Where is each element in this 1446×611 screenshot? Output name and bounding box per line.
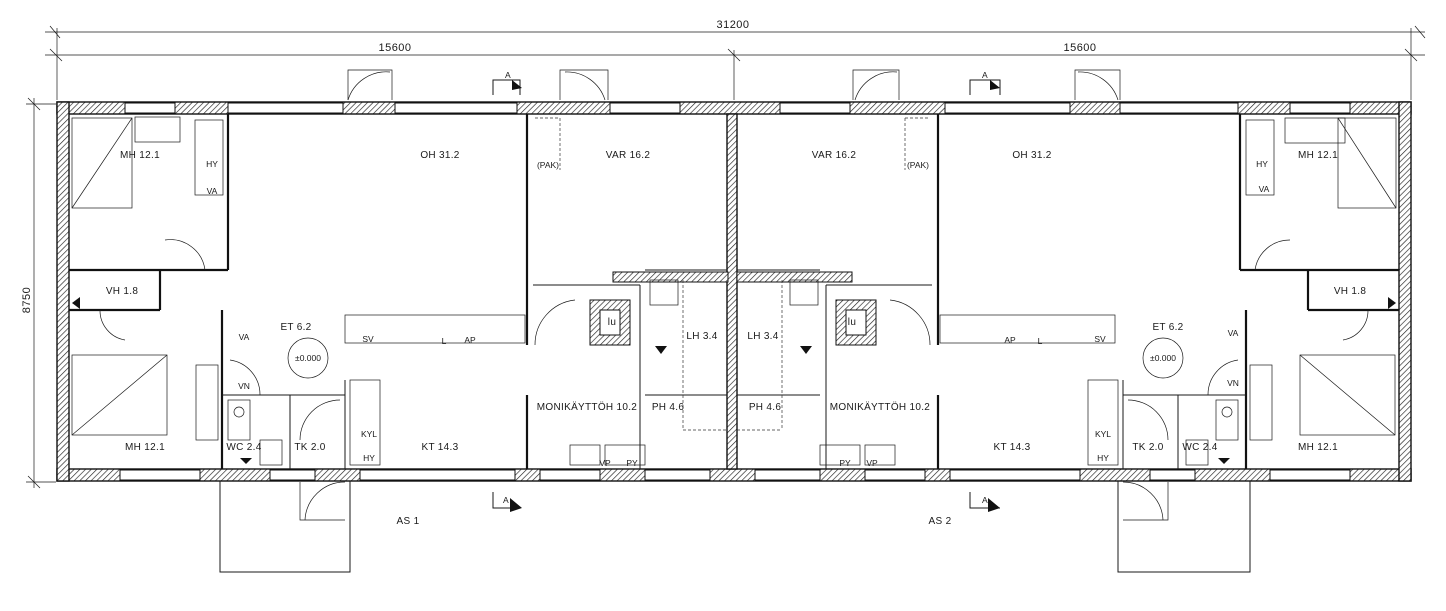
room-ph-left: PH 4.6: [652, 402, 685, 413]
dim-half-right: 15600: [1063, 42, 1096, 54]
arrow-marker-left: [72, 297, 80, 309]
fixture-pak-left: (PAK): [537, 160, 559, 170]
interior-walls-left: [69, 114, 729, 469]
fixture-va-top-left: VA: [207, 186, 218, 196]
room-vh-left: VH 1.8: [106, 286, 139, 297]
section-marker-top-right: [969, 79, 1001, 95]
level-left: ±0.000: [295, 353, 321, 363]
windows: [119, 102, 1351, 481]
fixture-py-right: PY: [839, 458, 851, 468]
dim-total-width: 31200: [716, 19, 749, 31]
fixture-vp-left: VP: [599, 458, 611, 468]
room-mh-top-left: MH 12.1: [120, 150, 160, 161]
arrow-marker-right: [1388, 297, 1396, 309]
level-right: ±0.000: [1150, 353, 1176, 363]
fixture-sv-left: SV: [362, 334, 374, 344]
room-vh-right: VH 1.8: [1334, 286, 1367, 297]
dim-depth: 8750: [21, 287, 33, 313]
room-lh-right: LH 3.4: [747, 331, 778, 342]
room-ph-right: PH 4.6: [749, 402, 782, 413]
door-swings: [99, 69, 1369, 573]
room-kt-left: KT 14.3: [422, 442, 459, 453]
room-mh-bottom-left: MH 12.1: [125, 442, 165, 453]
apartment-label-as2: AS 2: [929, 516, 952, 527]
dimension-lines: [26, 25, 1426, 489]
exterior-walls: [56, 101, 1412, 482]
room-wc-right: WC 2.4: [1182, 442, 1217, 453]
fixture-va-top-right: VA: [1259, 184, 1270, 194]
fixture-hy-kt-left: HY: [363, 453, 375, 463]
fixture-hy-top-left: HY: [206, 159, 218, 169]
room-oh-right: OH 31.2: [1012, 150, 1051, 161]
section-label-a3: A: [503, 495, 509, 505]
fixture-va-et-left: VA: [239, 332, 250, 342]
section-label-a2: A: [982, 70, 988, 80]
room-et-left: ET 6.2: [280, 322, 311, 333]
fixture-sv-right: SV: [1094, 334, 1106, 344]
arrow-marker-lh-right: [800, 346, 812, 354]
room-var-right: VAR 16.2: [812, 150, 857, 161]
room-lh-left: LH 3.4: [686, 331, 717, 342]
fixture-py-left: PY: [626, 458, 638, 468]
room-wc-left: WC 2.4: [226, 442, 261, 453]
room-monikaytto-right: MONIKÄYTTÖH 10.2: [830, 401, 931, 413]
fixture-vn-right: VN: [1227, 378, 1239, 388]
fixture-va-et-right: VA: [1228, 328, 1239, 338]
fixture-hy-kt-right: HY: [1097, 453, 1109, 463]
room-var-left: VAR 16.2: [606, 150, 651, 161]
room-kt-right: KT 14.3: [994, 442, 1031, 453]
fixture-ap-left: AP: [464, 335, 476, 345]
fixture-lu-right: lu: [848, 317, 856, 328]
room-tk-right: TK 2.0: [1132, 442, 1163, 453]
fixture-pak-right: (PAK): [907, 160, 929, 170]
fixture-ap-right: AP: [1004, 335, 1016, 345]
furniture: [71, 116, 1397, 466]
fixture-vn-left: VN: [238, 381, 250, 391]
room-mh-bottom-right: MH 12.1: [1298, 442, 1338, 453]
room-et-right: ET 6.2: [1152, 322, 1183, 333]
fixture-l-left: L: [442, 336, 447, 346]
room-monikaytto-left: MONIKÄYTTÖH 10.2: [537, 401, 638, 413]
fixture-kyl-left: KYL: [361, 429, 377, 439]
interior-walls-right: [736, 114, 1399, 469]
fixture-hy-top-right: HY: [1256, 159, 1268, 169]
dim-half-left: 15600: [378, 42, 411, 54]
arrow-marker-lh-left: [655, 346, 667, 354]
section-label-a1: A: [505, 70, 511, 80]
fixture-lu-left: lu: [608, 317, 616, 328]
fixture-kyl-right: KYL: [1095, 429, 1111, 439]
section-marker-bottom-right: [969, 492, 1000, 512]
section-marker-bottom-left: [492, 492, 522, 512]
arrow-marker-wc-left: [240, 458, 252, 464]
fixture-vp-right: VP: [866, 458, 878, 468]
section-marker-top-left: [492, 79, 522, 95]
apartment-label-as1: AS 1: [397, 516, 420, 527]
arrow-marker-wc-right: [1218, 458, 1230, 464]
room-oh-left: OH 31.2: [420, 150, 459, 161]
room-mh-top-right: MH 12.1: [1298, 150, 1338, 161]
fixture-l-right: L: [1038, 336, 1043, 346]
room-tk-left: TK 2.0: [294, 442, 325, 453]
section-label-a4: A: [982, 495, 988, 505]
